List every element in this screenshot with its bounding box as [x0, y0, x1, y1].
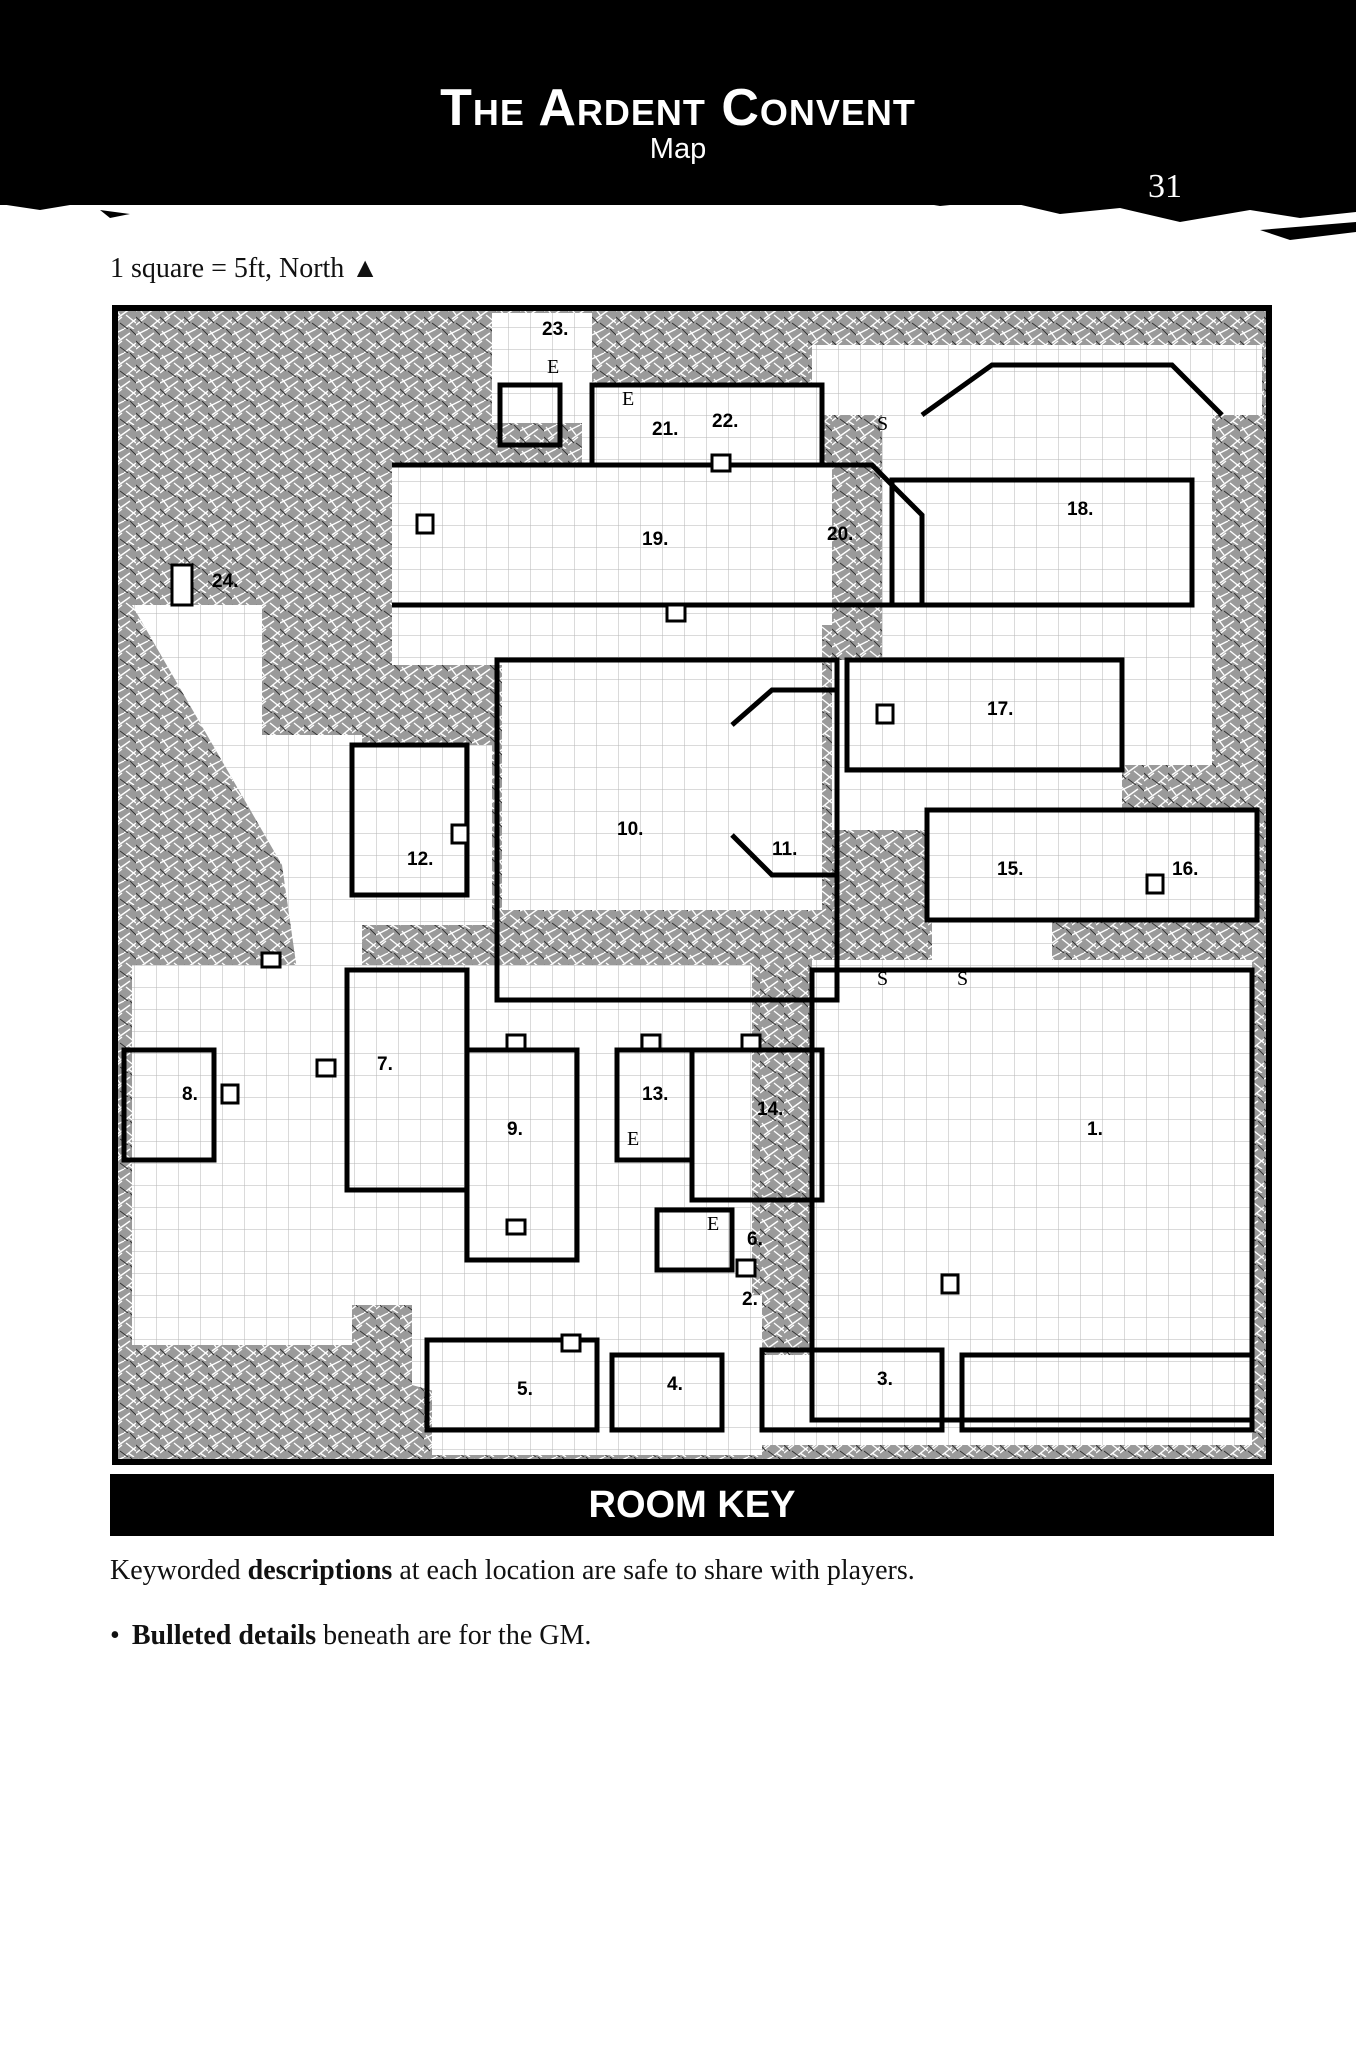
room-label: 12. [407, 849, 433, 870]
room-key-banner: ROOM KEY [110, 1474, 1274, 1536]
room-label: 5. [517, 1379, 533, 1400]
room-label: 8. [182, 1084, 198, 1105]
room-label: 15. [997, 859, 1023, 880]
room-label: 2. [742, 1289, 758, 1310]
room-label: 21. [652, 419, 678, 440]
room-label: 11. [772, 839, 797, 860]
page-title: The Ardent Convent [440, 79, 916, 137]
room-label: 18. [1067, 499, 1093, 520]
room-label: 20. [827, 524, 853, 545]
scale-note: 1 square = 5ft, North ▲ [110, 253, 380, 284]
bullet-suffix: beneath are for the GM. [316, 1620, 592, 1651]
intro-bold: descriptions [247, 1555, 393, 1586]
page-subtitle: Map [649, 133, 707, 165]
room-label: 17. [987, 699, 1013, 720]
room-label: 1. [1087, 1119, 1103, 1140]
room-label: 7. [377, 1054, 393, 1075]
bullet-icon: • [110, 1620, 120, 1651]
bullet-bold: Bulleted details [131, 1620, 317, 1651]
room-label: 4. [667, 1374, 683, 1395]
elevator-marker: E [627, 1128, 639, 1150]
room-label: 6. [747, 1229, 763, 1250]
elevator-marker: E [547, 356, 559, 378]
secret-door-marker: S [877, 968, 888, 990]
map-doors [170, 453, 1165, 1353]
elevator-marker: E [707, 1213, 719, 1235]
dungeon-map: 1. 2. 3. 4. 5. 6. 7. 8. 9. 10. 11. 12. 1… [112, 305, 1272, 1465]
intro-suffix: at each location are safe to share with … [392, 1555, 915, 1586]
intro-prefix: Keyworded [110, 1555, 248, 1586]
room-label: 16. [1172, 859, 1198, 880]
room-label: 23. [542, 319, 568, 340]
header-brush-edge [0, 170, 1356, 240]
room-label: 9. [507, 1119, 523, 1140]
secret-door-marker: S [957, 968, 968, 990]
secret-door-marker: S [877, 413, 888, 435]
room-label: 24. [212, 571, 238, 592]
room-key-bullet: • Bulleted details beneath are for the GM… [110, 1620, 591, 1652]
room-label: 22. [712, 411, 738, 432]
room-label: 10. [617, 819, 643, 840]
room-label: 19. [642, 529, 668, 550]
map-floor [132, 313, 1262, 1455]
room-key-title: ROOM KEY [588, 1484, 796, 1526]
elevator-marker: E [622, 388, 634, 410]
room-label: 13. [642, 1084, 668, 1105]
room-label: 3. [877, 1369, 893, 1390]
page-number: 31 [1148, 168, 1182, 205]
room-key-intro: Keyworded descriptions at each location … [110, 1555, 915, 1587]
room-label: 14. [757, 1099, 783, 1120]
